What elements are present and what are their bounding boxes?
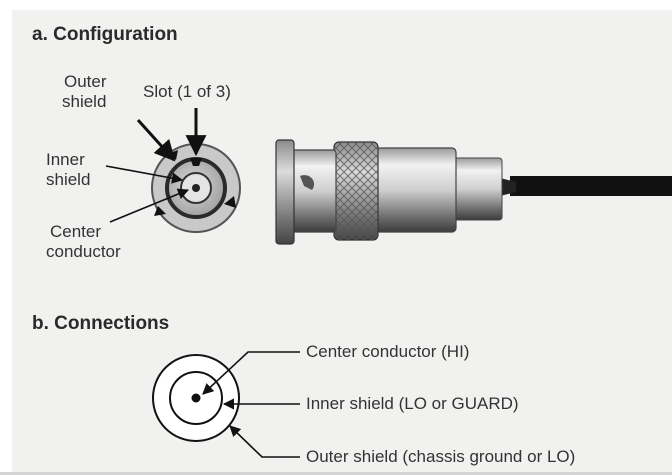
cable — [510, 176, 672, 196]
bnc-connector — [275, 139, 672, 245]
bottom-border — [0, 472, 672, 475]
configuration-leaders — [105, 108, 207, 223]
bayonet-slot — [300, 175, 315, 190]
center-conductor-dot — [191, 393, 201, 403]
connections-diagram — [152, 354, 240, 442]
slot-label: Slot (1 of 3) — [143, 82, 231, 101]
slot-notch — [190, 158, 202, 166]
knurl-texture — [334, 142, 378, 240]
connections-inner-shield-label: Inner shield (LO or GUARD) — [306, 394, 519, 413]
center-conductor-label-line1: Center — [50, 222, 102, 241]
connections-outer-shield-label: Outer shield (chassis ground or LO) — [306, 447, 576, 466]
outer-shield-label-line1: Outer — [64, 72, 107, 91]
inner-shield-arrow — [105, 165, 184, 184]
outer-shield-label-line2: shield — [62, 92, 107, 111]
inner-shield-label-line2: shield — [46, 170, 91, 189]
connections-title: b. Connections — [32, 313, 170, 334]
bayonet-sleeve — [291, 149, 337, 233]
connections-center-conductor-label: Center conductor (HI) — [306, 342, 470, 361]
outer-shield-arrow — [136, 118, 176, 162]
center-pin — [192, 184, 200, 192]
figure-panel — [12, 10, 672, 472]
outer-shield-tab — [224, 196, 236, 208]
cable-strain-relief — [500, 178, 516, 196]
center-conductor-label-line2: conductor — [46, 242, 121, 261]
configuration-title: a. Configuration — [32, 24, 178, 45]
front-flange — [275, 139, 295, 245]
center-conductor-leader — [202, 351, 300, 395]
center-conductor-arrow — [109, 188, 190, 223]
connector-face — [151, 143, 241, 233]
connector-body — [375, 147, 457, 233]
connections-leaders — [202, 351, 300, 458]
inner-shield-circle — [169, 371, 223, 425]
crimp-sleeve — [451, 157, 503, 221]
outer-shield-leader — [229, 425, 300, 458]
outer-shield-tab — [154, 206, 166, 216]
inner-shield-label-line1: Inner — [46, 150, 85, 169]
